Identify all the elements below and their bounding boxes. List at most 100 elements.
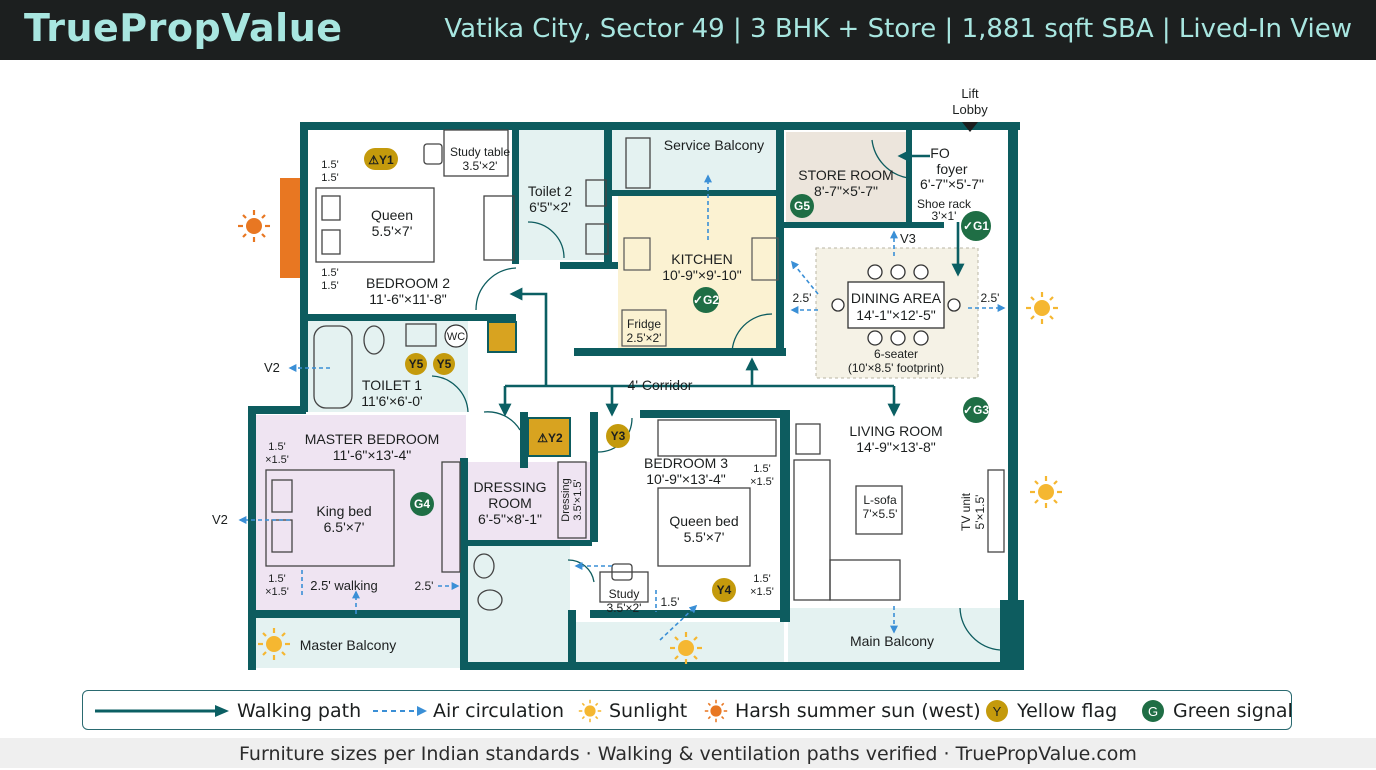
flag-g2: ✓G2 [693, 293, 719, 307]
kitchen-size: 10'-9"×9'-10" [662, 267, 742, 283]
wardrobe-b2 [483, 195, 515, 261]
l-sofa-size: 7'×5.5' [863, 507, 898, 521]
dressing-name2: ROOM [488, 495, 532, 511]
tv-unit-size: 5'×1.5' [973, 495, 987, 530]
green-signal-icon-letter: G [1148, 704, 1158, 719]
floor-plan: Lift Lobby BEDROOM 2 11'-6"×11'-8" Toile… [212, 86, 1064, 670]
legend-sunlight-label: Sunlight [609, 700, 688, 722]
coffee-table [855, 485, 903, 535]
foyer-size: 6'-7"×5'-7" [920, 176, 984, 192]
l-sofa [793, 459, 831, 601]
flag-y1: ⚠Y1 [368, 153, 394, 167]
mb-dim-bot-2: ×1.5' [265, 586, 289, 598]
dressing-unit-size: 3.5'×1.5' [572, 479, 584, 520]
walking-dim: 2.5' walking [310, 578, 378, 593]
b3-dim-bot-1: 1.5' [753, 573, 770, 585]
lift-lobby-label-1: Lift [961, 86, 979, 101]
lift-lobby-arrow-icon [962, 122, 978, 132]
dining-note: 6-seater [874, 347, 918, 361]
b3-dim-top-2: ×1.5' [750, 476, 774, 488]
flag-y4: Y4 [717, 583, 732, 597]
fridge-size: 2.5'×2' [627, 331, 662, 345]
foyer-name2: foyer [936, 161, 967, 177]
wc-icon [444, 324, 468, 348]
master-size: 11'-6"×13'-4" [333, 447, 411, 463]
dining-table [831, 264, 961, 346]
flag-g1-badge [961, 211, 991, 241]
legend-green-signal: G Green signal [1141, 699, 1293, 723]
sunlight-living-icon [1028, 474, 1064, 510]
harsh-sun-west-icon [236, 208, 272, 244]
dining-right-dim: 2.5' [981, 291, 1000, 305]
legend-yellow-flag: Y Yellow flag [985, 699, 1125, 723]
vent-v3: V3 [900, 231, 916, 246]
legend: Walking path Air circulation Sunlight Ha… [82, 690, 1293, 730]
living-size: 14'-9"×13'-8" [856, 439, 936, 455]
page-subtitle: Vatika City, Sector 49 | 3 BHK + Store |… [444, 14, 1352, 44]
bathtub [313, 325, 353, 409]
kitchen-room [618, 196, 780, 352]
study-b3-label: Study [609, 587, 640, 601]
shaft-box-1 [487, 321, 517, 353]
toilet2-room [518, 128, 608, 260]
master-bath-room [466, 544, 570, 662]
mb-dim-top-1: 1.5' [268, 441, 285, 453]
study-b3 [599, 571, 649, 603]
flag-y4-badge [712, 578, 736, 602]
queen-b2-size: 5.5'×7' [372, 223, 413, 239]
lift-lobby-label-2: Lobby [952, 102, 988, 117]
corridor-label: 4' Corridor [628, 377, 693, 393]
flag-y5a: Y5 [409, 357, 424, 371]
flag-g5: G5 [794, 199, 810, 213]
bedroom3-size: 10'-9"×13'-4" [646, 471, 726, 487]
flag-y5a-badge [405, 353, 427, 375]
west-window [280, 178, 300, 278]
queen-b3-size: 5.5'×7' [684, 529, 725, 545]
living-name: LIVING ROOM [849, 423, 942, 439]
b2-dim-bot-2: 1.5' [321, 280, 338, 292]
study-table-b2 [443, 129, 509, 177]
flag-y2: ⚠Y2 [537, 431, 563, 445]
vent-v2-lower: V2 [212, 512, 228, 527]
tv-unit [987, 469, 1005, 553]
flag-y1-badge [364, 148, 398, 170]
air-paths [238, 174, 1006, 641]
dressing-room [466, 462, 590, 540]
master-name: MASTER BEDROOM [305, 431, 440, 447]
kitchen-name: KITCHEN [671, 251, 732, 267]
flag-y3: Y3 [611, 429, 626, 443]
legend-yellow-flag-label: Yellow flag [1017, 700, 1118, 722]
toilet2-size: 6'5"×2' [529, 199, 571, 215]
bedroom2-size: 11'-6"×11'-8" [369, 291, 446, 307]
toilet1-name: TOILET 1 [362, 377, 422, 393]
sunlight-east-icon [1024, 290, 1060, 326]
queen-b2-label: Queen [371, 207, 413, 223]
header-bar: TruePropValue Vatika City, Sector 49 | 3… [0, 0, 1376, 60]
armchair [795, 423, 821, 455]
hob [623, 237, 651, 271]
flag-g4: G4 [414, 497, 430, 511]
harsh-sun-icon [704, 699, 728, 723]
kitchen-sink [751, 237, 779, 281]
legend-harsh-sun-label: Harsh summer sun (west) [735, 700, 981, 722]
queen-b3-label: Queen bed [669, 513, 738, 529]
legend-green-signal-label: Green signal [1173, 700, 1293, 722]
flag-g4-badge [410, 492, 434, 516]
king-bed-size: 6.5'×7' [324, 519, 365, 535]
dining-left-dim: 2.5' [793, 291, 812, 305]
study-gap-dim: 1.5' [661, 595, 680, 609]
flag-y3-badge [606, 424, 630, 448]
walking-paths [498, 149, 965, 417]
bedroom3-name: BEDROOM 3 [644, 455, 728, 471]
fridge-label: Fridge [627, 317, 661, 331]
queen-bed-b3 [657, 487, 751, 567]
b2-dim-top-1: 1.5' [321, 159, 338, 171]
b2-dim-top-2: 1.5' [321, 172, 338, 184]
dressing-unit [557, 461, 587, 539]
service-balcony-name: Service Balcony [664, 137, 764, 153]
mb-dim-top-2: ×1.5' [265, 454, 289, 466]
dressing-size: 6'-5"×8'-1" [478, 511, 542, 527]
master-balcony-name: Master Balcony [300, 637, 396, 653]
dressing-unit-label: Dressing [560, 478, 572, 521]
vent-v2-upper: V2 [264, 360, 280, 375]
